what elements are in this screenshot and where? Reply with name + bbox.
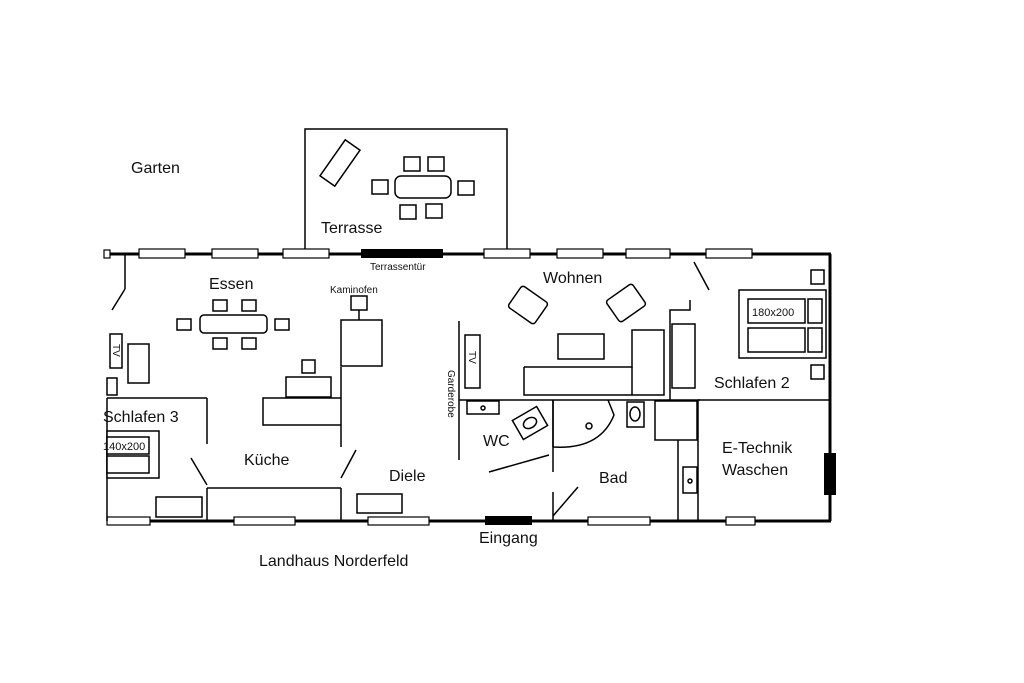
label-wohnen: Wohnen xyxy=(543,270,602,287)
window xyxy=(705,248,753,259)
cabinet-schlafen3 xyxy=(127,343,150,384)
window xyxy=(233,516,296,526)
dining-chair xyxy=(241,337,257,350)
window xyxy=(211,248,259,259)
label-waschen: Waschen xyxy=(722,462,788,479)
side-door xyxy=(824,453,836,495)
terrace-chair xyxy=(371,179,389,195)
wc-basin xyxy=(466,400,500,415)
label-bad: Bad xyxy=(599,470,627,487)
washer xyxy=(682,466,698,494)
window xyxy=(483,248,531,259)
terrace-chair xyxy=(427,156,445,172)
cabinet-living xyxy=(671,323,696,389)
label-terrace-door: Terrassentür xyxy=(370,262,426,273)
label-terrace: Terrasse xyxy=(321,220,382,237)
label-garderobe: Garderobe xyxy=(445,370,456,418)
label-bed-schlafen3: 140x200 xyxy=(103,441,145,453)
terrace-outline xyxy=(304,128,508,254)
terrace-chair xyxy=(403,156,421,172)
dining-chair xyxy=(212,299,228,312)
interior-wall xyxy=(669,300,691,400)
label-wc: WC xyxy=(483,433,510,450)
kitchen-stove xyxy=(285,376,332,398)
window xyxy=(587,516,651,526)
stove-pipe xyxy=(350,295,368,311)
armchair xyxy=(507,285,549,325)
washer-dial xyxy=(687,478,693,484)
label-etechnik: E-Technik xyxy=(722,440,793,457)
door-swing xyxy=(552,486,579,517)
side-item xyxy=(106,377,118,396)
dining-chair xyxy=(241,299,257,312)
diele-bench xyxy=(356,493,403,514)
plan-title: Landhaus Norderfeld xyxy=(259,553,408,570)
dining-chair xyxy=(212,337,228,350)
window xyxy=(556,248,604,259)
tv-schlafen3 xyxy=(109,333,123,369)
entrance-door xyxy=(485,516,532,525)
door-swing xyxy=(488,454,550,473)
label-entrance: Eingang xyxy=(479,530,538,547)
window xyxy=(282,248,330,259)
terrace-lounger xyxy=(318,138,362,188)
side-item xyxy=(810,364,825,380)
armchair xyxy=(605,283,647,323)
wc-toilet-bowl xyxy=(522,416,538,430)
dining-chair xyxy=(176,318,192,331)
label-essen: Essen xyxy=(209,276,253,293)
window xyxy=(103,249,111,259)
bed-schlafen3-inner xyxy=(106,436,150,455)
kitchen-counter xyxy=(262,397,341,426)
terrace-chair xyxy=(425,203,443,219)
label-diele: Diele xyxy=(389,468,426,485)
window xyxy=(725,516,756,526)
door-swing xyxy=(111,288,126,311)
wc-toilet xyxy=(511,405,549,441)
window xyxy=(367,516,430,526)
label-garden: Garten xyxy=(131,160,180,177)
bed-schlafen3-inner xyxy=(106,455,150,474)
coffee-table xyxy=(557,333,605,360)
terrace-table xyxy=(394,175,452,199)
shower-arc xyxy=(552,399,615,448)
window xyxy=(138,248,186,259)
kaminofen-stove xyxy=(340,319,383,367)
terrace-door xyxy=(361,249,443,258)
washbasin-frame xyxy=(626,401,645,428)
door-swing xyxy=(190,457,208,486)
door-swing xyxy=(693,261,710,291)
label-bed-schlafen2: 180x200 xyxy=(752,307,794,319)
sideboard xyxy=(155,496,203,518)
label-tv-living: TV xyxy=(466,351,477,364)
label-kueche: Küche xyxy=(244,452,289,469)
washbasin xyxy=(629,406,641,422)
window xyxy=(625,248,671,259)
label-schlafen2: Schlafen 2 xyxy=(714,375,790,392)
terrace-chair xyxy=(457,180,475,196)
bed-schlafen2-inner xyxy=(747,298,806,324)
side-item xyxy=(810,269,825,285)
dining-table xyxy=(199,314,268,334)
door-swing xyxy=(340,449,357,479)
dining-chair xyxy=(274,318,290,331)
label-schlafen3: Schlafen 3 xyxy=(103,409,179,426)
bed-schlafen2-inner xyxy=(747,327,806,353)
bath-cabinet xyxy=(654,400,698,441)
label-tv-schlafen3: TV xyxy=(110,344,121,357)
terrace-chair xyxy=(399,204,417,220)
window xyxy=(106,516,151,526)
label-kaminofen: Kaminofen xyxy=(330,285,378,296)
wc-basin-drain xyxy=(480,405,486,411)
tv-living xyxy=(464,334,481,389)
nightstand xyxy=(807,327,823,353)
kitchen-item xyxy=(301,359,316,374)
nightstand xyxy=(807,298,823,324)
shower-drain xyxy=(585,422,593,430)
